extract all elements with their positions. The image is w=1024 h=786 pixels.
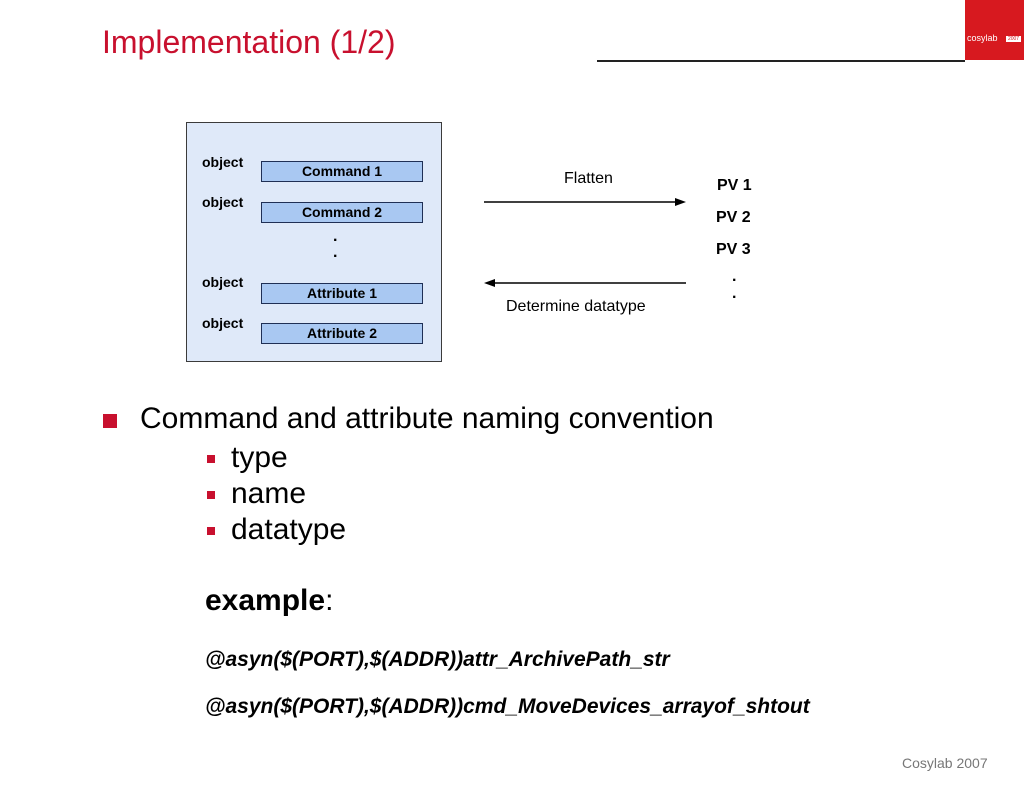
flatten-arrow-head bbox=[675, 198, 686, 206]
attribute-1-box: Attribute 1 bbox=[261, 283, 423, 304]
example-code-cmd: @asyn($(PORT),$(ADDR))cmd_MoveDevices_ar… bbox=[205, 695, 810, 718]
ellipsis-dot: . bbox=[333, 244, 338, 261]
main-bullet-text: Command and attribute naming convention bbox=[140, 402, 714, 435]
command-1-box: Command 1 bbox=[261, 161, 423, 182]
sub-bullet-icon bbox=[207, 527, 215, 535]
object-label: object bbox=[202, 315, 244, 331]
sub-bullet-type: type bbox=[231, 441, 288, 474]
example-code-attr: @asyn($(PORT),$(ADDR))attr_ArchivePath_s… bbox=[205, 648, 670, 671]
title-underline bbox=[597, 60, 965, 62]
cosylab-logo: cosylab 2007 bbox=[965, 0, 1024, 60]
example-heading: example: bbox=[205, 584, 333, 618]
bullet-square-icon bbox=[103, 414, 117, 428]
example-label: example bbox=[205, 584, 326, 617]
pv-1: PV 1 bbox=[717, 177, 752, 194]
object-label: object bbox=[202, 194, 244, 210]
logo-tag: 2007 bbox=[1006, 36, 1021, 42]
sub-bullet-icon bbox=[207, 491, 215, 499]
footer-credit: Cosylab 2007 bbox=[902, 755, 988, 771]
object-label: object bbox=[202, 154, 244, 170]
ellipsis-dot: . bbox=[732, 268, 737, 285]
command-2-box: Command 2 bbox=[261, 202, 423, 223]
sub-bullet-name: name bbox=[231, 477, 307, 510]
determine-arrow-head bbox=[484, 279, 495, 287]
example-colon: : bbox=[325, 584, 334, 617]
ellipsis-dot: . bbox=[732, 285, 737, 302]
pv-2: PV 2 bbox=[716, 209, 751, 226]
attribute-2-box: Attribute 2 bbox=[261, 323, 423, 344]
logo-text: cosylab bbox=[967, 33, 998, 43]
object-label: object bbox=[202, 274, 244, 290]
sub-bullet-datatype: datatype bbox=[231, 513, 347, 546]
pv-3: PV 3 bbox=[716, 241, 751, 258]
determine-datatype-label: Determine datatype bbox=[506, 298, 646, 315]
slide-title: Implementation (1/2) bbox=[102, 24, 396, 60]
ellipsis-dot: . bbox=[333, 228, 338, 245]
flatten-label: Flatten bbox=[564, 170, 613, 187]
sub-bullet-icon bbox=[207, 455, 215, 463]
